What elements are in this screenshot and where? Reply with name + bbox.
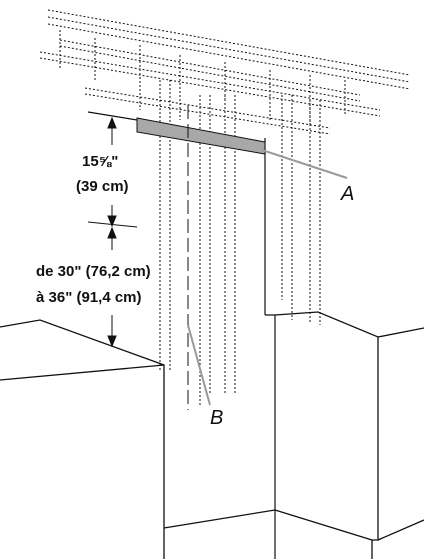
floor-edge bbox=[163, 509, 276, 529]
lower-dimension-line2: à 36" (91,4 cm) bbox=[36, 289, 142, 306]
upper-dimension-metric: (39 cm) bbox=[76, 178, 129, 195]
upper-dimension-imperial: 15⅝" bbox=[82, 153, 118, 170]
dimension-arrows bbox=[87, 116, 138, 348]
mounting-bracket bbox=[136, 117, 266, 155]
callout-a: A bbox=[340, 183, 354, 205]
leader-lines bbox=[187, 149, 348, 406]
ceiling-joists bbox=[39, 9, 411, 135]
lower-dimension-line1: de 30" (76,2 cm) bbox=[36, 263, 151, 280]
callout-b: B bbox=[210, 407, 223, 429]
left-countertop-cabinet bbox=[0, 319, 165, 559]
right-countertop-cabinet bbox=[274, 311, 424, 559]
